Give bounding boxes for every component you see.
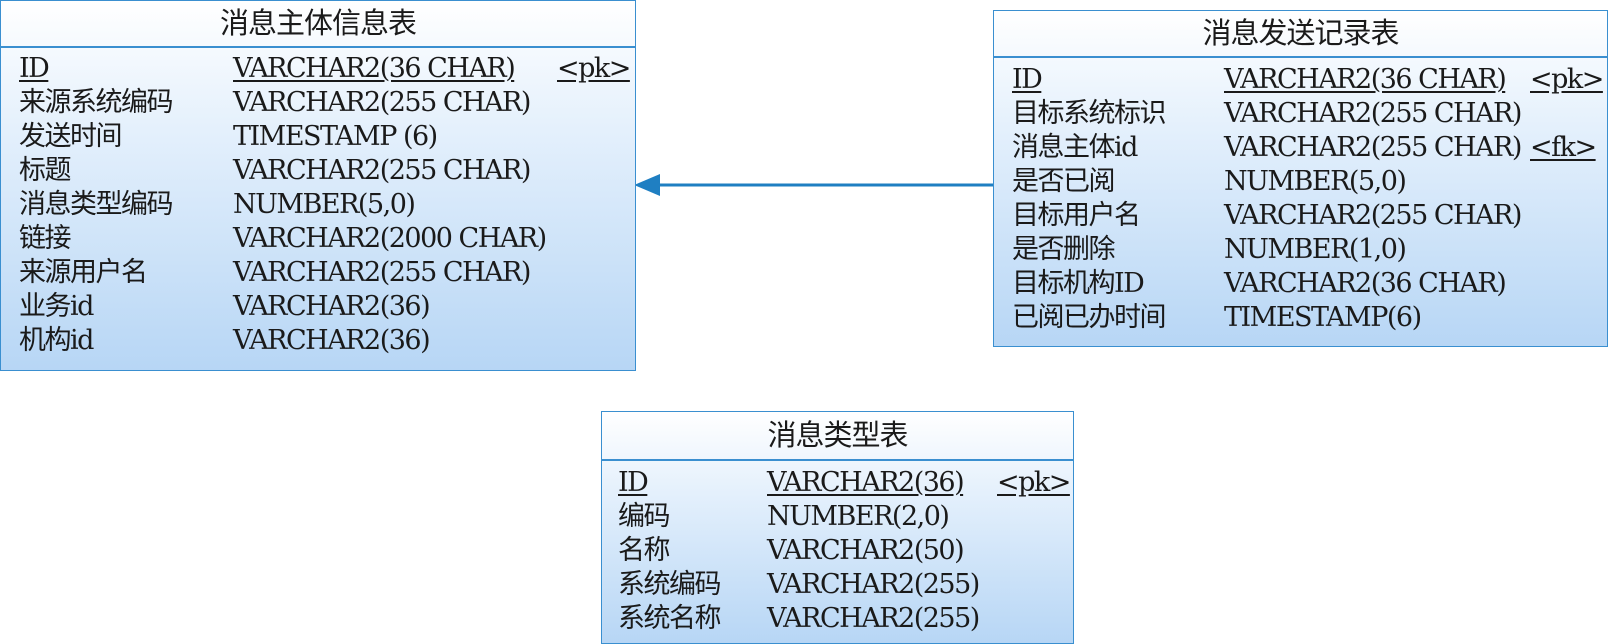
- column-row: 是否删除 NUMBER(1,0): [994, 233, 1607, 267]
- column-type: VARCHAR2(36 CHAR): [1224, 64, 1507, 95]
- column-row: 已阅已办时间 TIMESTAMP(6): [994, 301, 1607, 335]
- column-row: 链接 VARCHAR2(2000 CHAR): [1, 222, 635, 256]
- column-type: VARCHAR2(255 CHAR): [233, 87, 531, 118]
- entity-message-body[interactable]: 消息主体信息表 ID VARCHAR2(36 CHAR) <pk> 来源系统编码 VAR…: [0, 0, 636, 371]
- entity-send-record[interactable]: 消息发送记录表 ID VARCHAR2(36 CHAR) <pk> 目标系统标识 VAR…: [993, 10, 1608, 347]
- column-key: <pk>: [1530, 64, 1604, 95]
- column-type: TIMESTAMP (6): [233, 121, 438, 152]
- column-name: ID: [1012, 64, 1043, 95]
- entity-title: 消息发送记录表: [994, 11, 1607, 58]
- column-name: 目标系统标识: [1012, 98, 1167, 129]
- column-type: VARCHAR2(255 CHAR): [1224, 200, 1522, 231]
- column-row: 业务id VARCHAR2(36): [1, 290, 635, 324]
- column-name: 编码: [618, 501, 671, 532]
- column-key: <fk>: [1530, 132, 1597, 163]
- column-row: 是否已阅 NUMBER(5,0): [994, 165, 1607, 199]
- column-name: 消息类型编码: [19, 189, 174, 220]
- entity-title: 消息主体信息表: [1, 1, 635, 48]
- column-name: ID: [19, 53, 50, 84]
- column-name: 发送时间: [19, 121, 123, 152]
- column-name: 已阅已办时间: [1012, 302, 1167, 333]
- column-row: ID VARCHAR2(36 CHAR) <pk>: [1, 52, 635, 86]
- column-name: ID: [618, 467, 649, 498]
- column-key: <pk>: [557, 53, 631, 84]
- column-name: 名称: [618, 535, 671, 566]
- column-row: 发送时间 TIMESTAMP (6): [1, 120, 635, 154]
- column-name: 机构id: [19, 325, 94, 356]
- column-name: 来源用户名: [19, 257, 148, 288]
- column-type: NUMBER(2,0): [767, 501, 950, 532]
- column-type: VARCHAR2(255): [767, 569, 980, 600]
- column-row: 目标系统标识 VARCHAR2(255 CHAR): [994, 97, 1607, 131]
- column-name: 是否已阅: [1012, 166, 1116, 197]
- column-type: VARCHAR2(36): [767, 467, 965, 498]
- column-name: 是否删除: [1012, 234, 1116, 265]
- column-type: VARCHAR2(255): [767, 603, 980, 634]
- column-row: ID VARCHAR2(36 CHAR) <pk>: [994, 63, 1607, 97]
- column-type: VARCHAR2(36 CHAR): [1224, 268, 1507, 299]
- column-type: VARCHAR2(255 CHAR): [233, 155, 531, 186]
- column-type: VARCHAR2(2000 CHAR): [233, 223, 547, 254]
- column-row: 目标用户名 VARCHAR2(255 CHAR): [994, 199, 1607, 233]
- column-name: 标题: [19, 155, 72, 186]
- relationship-arrowhead: [634, 174, 660, 196]
- column-type: TIMESTAMP(6): [1224, 302, 1422, 333]
- column-key: <pk>: [997, 467, 1071, 498]
- column-row: 名称 VARCHAR2(50): [602, 534, 1073, 568]
- column-row: 来源系统编码 VARCHAR2(255 CHAR): [1, 86, 635, 120]
- column-name: 链接: [19, 223, 72, 254]
- column-row: 系统名称 VARCHAR2(255): [602, 602, 1073, 636]
- column-row: 机构id VARCHAR2(36): [1, 324, 635, 358]
- column-type: NUMBER(5,0): [233, 189, 416, 220]
- column-type: NUMBER(1,0): [1224, 234, 1407, 265]
- column-name: 消息主体id: [1012, 132, 1138, 163]
- column-name: 目标机构ID: [1012, 268, 1145, 299]
- column-type: VARCHAR2(255 CHAR): [1224, 132, 1522, 163]
- column-type: VARCHAR2(36): [233, 325, 431, 356]
- column-type: VARCHAR2(50): [767, 535, 965, 566]
- column-name: 目标用户名: [1012, 200, 1141, 231]
- column-name: 系统编码: [618, 569, 722, 600]
- column-name: 业务id: [19, 291, 94, 322]
- column-row: 目标机构ID VARCHAR2(36 CHAR): [994, 267, 1607, 301]
- column-row: ID VARCHAR2(36) <pk>: [602, 466, 1073, 500]
- column-row: 消息类型编码 NUMBER(5,0): [1, 188, 635, 222]
- entity-title: 消息类型表: [602, 412, 1073, 461]
- column-type: VARCHAR2(255 CHAR): [1224, 98, 1522, 129]
- column-row: 编码 NUMBER(2,0): [602, 500, 1073, 534]
- column-row: 来源用户名 VARCHAR2(255 CHAR): [1, 256, 635, 290]
- column-type: VARCHAR2(36 CHAR): [233, 53, 516, 84]
- column-name: 系统名称: [618, 603, 722, 634]
- column-row: 标题 VARCHAR2(255 CHAR): [1, 154, 635, 188]
- column-name: 来源系统编码: [19, 87, 174, 118]
- column-row: 系统编码 VARCHAR2(255): [602, 568, 1073, 602]
- column-type: VARCHAR2(36): [233, 291, 431, 322]
- column-type: NUMBER(5,0): [1224, 166, 1407, 197]
- column-row: 消息主体id VARCHAR2(255 CHAR) <fk>: [994, 131, 1607, 165]
- column-type: VARCHAR2(255 CHAR): [233, 257, 531, 288]
- entity-message-type[interactable]: 消息类型表 ID VARCHAR2(36) <pk> 编码 NUMBER(2,0) 名称 V…: [601, 411, 1074, 644]
